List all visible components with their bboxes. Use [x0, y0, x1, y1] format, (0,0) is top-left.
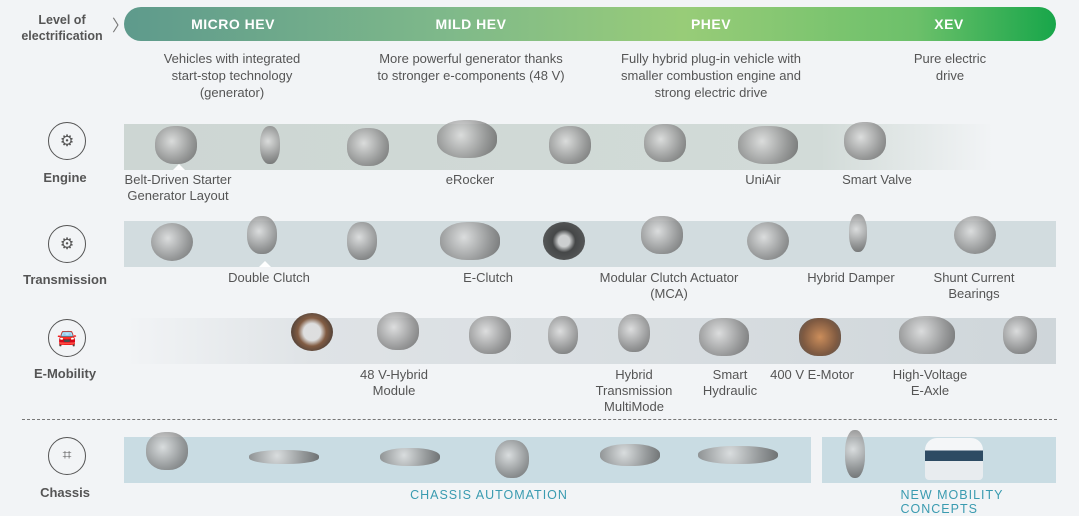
- stage-mild-hev: MILD HEV: [435, 16, 507, 32]
- product-image: [437, 120, 497, 158]
- stage-description: Fully hybrid plug-in vehicle with smalle…: [621, 51, 801, 100]
- electric-car-icon: 🚘: [48, 319, 86, 357]
- product-label: Smart Hydraulic: [702, 367, 758, 398]
- section-divider: [22, 419, 1057, 420]
- product-image: [699, 318, 749, 356]
- category-transmission: Transmission: [23, 272, 107, 287]
- chassis-axle-icon: ⌗: [48, 437, 86, 475]
- stage-micro-hev: MICRO HEV: [191, 16, 275, 32]
- product-label: Double Clutch: [228, 270, 310, 285]
- product-label: 48 V-Hybrid Module: [360, 367, 428, 398]
- product-label: Hybrid Transmission MultiMode: [595, 367, 673, 414]
- product-image: [495, 440, 529, 478]
- product-image: [747, 222, 789, 260]
- chassis-automation-strip: [124, 437, 811, 483]
- product-image: [738, 126, 798, 164]
- product-image: [548, 316, 578, 354]
- product-image: [249, 450, 319, 464]
- product-image: [644, 124, 686, 162]
- product-image: [618, 314, 650, 352]
- category-chassis: Chassis: [40, 485, 90, 500]
- transmission-strip: [124, 221, 1056, 267]
- product-image: [849, 214, 867, 252]
- product-image: [1003, 316, 1037, 354]
- product-image: [549, 126, 591, 164]
- chassis-automation-caption: CHASSIS AUTOMATION: [410, 488, 568, 502]
- product-label: Hybrid Damper: [807, 270, 895, 285]
- product-image: [377, 312, 419, 350]
- stage-description: More powerful generator thanks to strong…: [377, 51, 565, 83]
- product-image: [146, 432, 188, 470]
- shuttle-vehicle-image: [925, 438, 983, 480]
- pointer-triangle: [173, 164, 185, 170]
- product-label: Belt-Driven Starter Generator Layout: [124, 172, 232, 203]
- product-image: [899, 316, 955, 354]
- level-of-electrification-label: Level of electrification: [21, 13, 103, 43]
- stage-xev: XEV: [934, 16, 964, 32]
- product-label: Smart Valve: [842, 172, 912, 187]
- stage-description: Pure electric drive: [913, 51, 987, 83]
- product-image: [954, 216, 996, 254]
- product-label: UniAir: [745, 172, 781, 187]
- product-label: 400 V E-Motor: [770, 367, 854, 382]
- product-image: [845, 430, 865, 478]
- product-image: [380, 448, 440, 466]
- new-mobility-concepts-caption: NEW MOBILITY CONCEPTS: [900, 488, 1004, 516]
- engine-icon: ⚙: [48, 122, 86, 160]
- product-image: [698, 446, 778, 464]
- product-image: [155, 126, 197, 164]
- product-image: [291, 313, 333, 351]
- product-image: [347, 128, 389, 166]
- product-image: [469, 316, 511, 354]
- stage-phev: PHEV: [690, 16, 732, 32]
- electrification-gradient-bar: [124, 7, 1056, 41]
- product-label: Modular Clutch Actuator (MCA): [599, 270, 739, 301]
- product-label: High-Voltage E-Axle: [892, 367, 968, 398]
- pointer-triangle: [259, 261, 271, 267]
- product-image: [440, 222, 500, 260]
- product-image: [247, 216, 277, 254]
- product-image: [260, 126, 280, 164]
- stage-description: Vehicles with integrated start-stop tech…: [163, 51, 301, 100]
- product-label: eRocker: [445, 172, 495, 187]
- product-image: [543, 222, 585, 260]
- product-label: E-Clutch: [463, 270, 513, 285]
- product-image: [641, 216, 683, 254]
- product-image: [600, 444, 660, 466]
- product-label: Shunt Current Bearings: [933, 270, 1015, 301]
- product-image: [347, 222, 377, 260]
- product-image: [799, 318, 841, 356]
- transmission-gears-icon: ⚙: [48, 225, 86, 263]
- product-image: [844, 122, 886, 160]
- product-image: [151, 223, 193, 261]
- category-engine: Engine: [43, 170, 87, 185]
- category-emobility: E-Mobility: [33, 366, 97, 381]
